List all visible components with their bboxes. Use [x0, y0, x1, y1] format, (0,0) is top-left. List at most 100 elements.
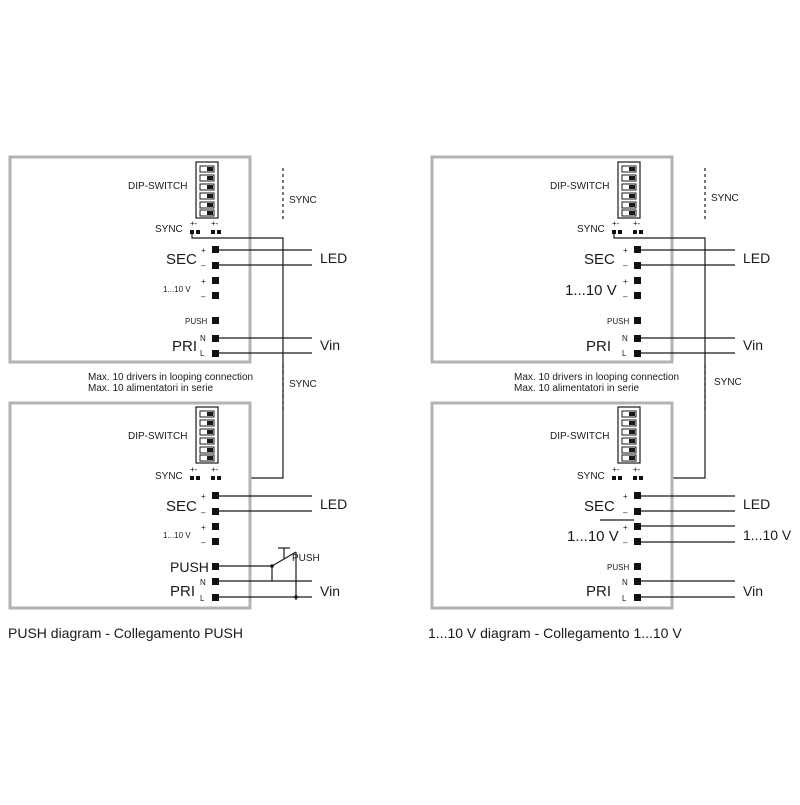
terminal-sec-minus — [212, 262, 219, 269]
minus-sign: – — [623, 538, 628, 547]
terminal-pri-l — [634, 350, 641, 357]
minus-sign: – — [201, 261, 206, 270]
driver-top-left: DIP-SWITCH SYNC +- +- SEC + – 1...10 V +… — [8, 155, 312, 364]
terminal — [196, 476, 200, 480]
sync-pins-label: +- — [211, 219, 219, 228]
l-label: L — [200, 594, 205, 603]
vin-label: Vin — [743, 337, 763, 353]
dim-output-label: 1...10 V — [743, 527, 792, 543]
terminal — [612, 230, 616, 234]
terminal-pri-l — [212, 350, 219, 357]
n-label: N — [622, 334, 628, 343]
minus-sign: – — [201, 292, 206, 301]
terminal-dim-plus — [212, 277, 219, 284]
sec-label: SEC — [166, 498, 197, 515]
sync-pins-label: +- — [633, 219, 641, 228]
sec-label: SEC — [584, 251, 615, 268]
sync-pins-label: +- — [190, 465, 198, 474]
pri-label: PRI — [586, 583, 611, 600]
terminal-pri-l — [212, 594, 219, 601]
dip-switch-icon — [617, 406, 641, 464]
minus-sign: – — [623, 508, 628, 517]
sync-bus-label: SYNC — [289, 195, 317, 206]
terminal — [639, 230, 643, 234]
dim-diagram: DIP-SWITCH SYNC +- +- SEC + – 1...10 V +… — [428, 155, 792, 641]
terminal-dim-minus — [634, 292, 641, 299]
terminal-sec-minus — [212, 508, 219, 515]
terminal — [612, 476, 616, 480]
pri-label: PRI — [586, 338, 611, 355]
sync-label: SYNC — [577, 471, 605, 482]
l-label: L — [622, 594, 627, 603]
plus-sign: + — [201, 492, 206, 501]
terminal-dim-plus — [634, 277, 641, 284]
dip-switch-label: DIP-SWITCH — [550, 181, 609, 192]
terminal-pri-l — [634, 594, 641, 601]
dim-label: 1...10 V — [163, 531, 191, 540]
terminal-push — [212, 563, 219, 570]
sync-label: SYNC — [577, 224, 605, 235]
led-label: LED — [743, 496, 770, 512]
terminal — [639, 476, 643, 480]
minus-sign: – — [623, 292, 628, 301]
terminal — [618, 476, 622, 480]
minus-sign: – — [623, 261, 628, 270]
push-label: PUSH — [170, 559, 209, 575]
plus-sign: + — [623, 523, 628, 532]
vin-label: Vin — [320, 583, 340, 599]
terminal-sec-minus — [634, 508, 641, 515]
plus-sign: + — [201, 523, 206, 532]
minus-sign: – — [201, 508, 206, 517]
terminal — [633, 476, 637, 480]
terminal — [211, 476, 215, 480]
driver-bottom-right: DIP-SWITCH SYNC +- +- SEC + – 1...10 V +… — [430, 401, 735, 610]
n-label: N — [622, 578, 628, 587]
plus-sign: + — [201, 246, 206, 255]
vin-label: Vin — [320, 337, 340, 353]
push-switch-label: PUSH — [292, 553, 320, 564]
terminal-sec-plus — [212, 492, 219, 499]
terminal — [190, 476, 194, 480]
l-label: L — [622, 349, 627, 358]
terminal-push — [634, 563, 641, 570]
n-label: N — [200, 334, 206, 343]
pri-label: PRI — [172, 338, 197, 355]
terminal — [217, 476, 221, 480]
push-label: PUSH — [607, 317, 629, 326]
terminal — [217, 230, 221, 234]
led-label: LED — [320, 250, 347, 266]
push-diagram: DIP-SWITCH SYNC +- +- SEC + – 1...10 V +… — [8, 155, 347, 641]
terminal — [618, 230, 622, 234]
terminal-pri-n — [634, 578, 641, 585]
driver-top-right: DIP-SWITCH SYNC +- +- SEC + – 1...10 V +… — [430, 155, 735, 364]
push-label: PUSH — [607, 563, 629, 572]
plus-sign: + — [201, 277, 206, 286]
dip-switch-label: DIP-SWITCH — [550, 431, 609, 442]
note-line-2: Max. 10 alimentatori in serie — [514, 383, 639, 394]
note-line-1: Max. 10 drivers in looping connection — [88, 372, 253, 383]
terminal-dim-minus — [212, 292, 219, 299]
plus-sign: + — [623, 277, 628, 286]
sec-label: SEC — [166, 251, 197, 268]
led-label: LED — [743, 250, 770, 266]
sync-bus-label: SYNC — [714, 377, 742, 388]
led-label: LED — [320, 496, 347, 512]
terminal-pri-n — [634, 335, 641, 342]
caption-right: 1...10 V diagram - Collegamento 1...10 V — [428, 625, 682, 641]
sync-label: SYNC — [155, 471, 183, 482]
pri-label: PRI — [170, 583, 195, 600]
terminal-sec-plus — [634, 246, 641, 253]
terminal-dim-plus — [212, 523, 219, 530]
driver-bottom-left: DIP-SWITCH SYNC +- +- SEC + – 1...10 V +… — [8, 401, 320, 610]
terminal-sec-plus — [634, 492, 641, 499]
terminal-push — [634, 317, 641, 324]
sync-pins-label: +- — [190, 219, 198, 228]
terminal-dim-plus — [634, 523, 641, 530]
sync-label: SYNC — [155, 224, 183, 235]
n-label: N — [200, 578, 206, 587]
dim-label: 1...10 V — [163, 285, 191, 294]
terminal-pri-n — [212, 578, 219, 585]
dip-switch-icon — [195, 406, 219, 464]
terminal-push — [212, 317, 219, 324]
